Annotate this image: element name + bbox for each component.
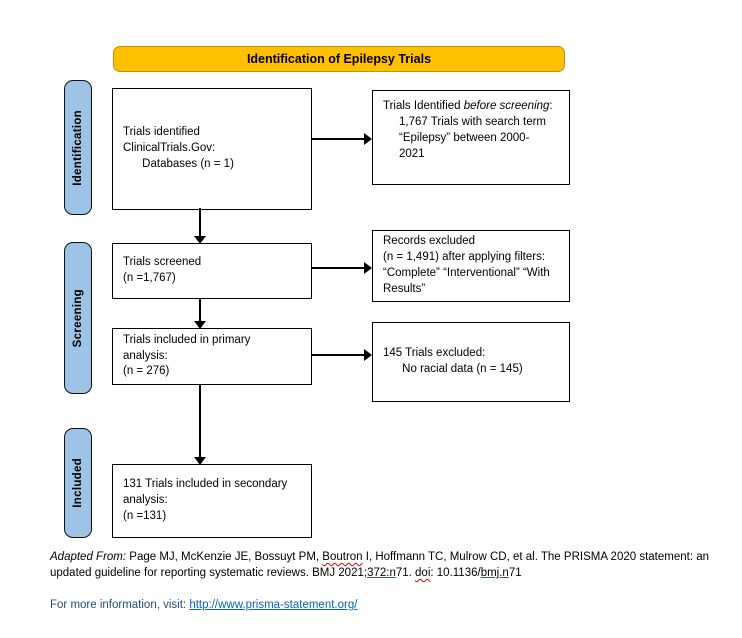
arrow-identified-to-before-screening [312,132,372,146]
prisma-statement-link[interactable]: http://www.prisma-statement.org/ [189,599,358,611]
box-identified-before-screening: Trials Identified before screening: 1,76… [372,90,570,185]
diagram-title: Identification of Epilepsy Trials [246,52,432,66]
box-identified-before-screening-body: 1,767 Trials with search term “Epilepsy”… [399,115,547,160]
box-trials-identified: Trials identified ClinicalTrials.Gov: Da… [112,88,312,210]
box-trials-screened: Trials screened (n =1,767) [112,243,312,299]
stage-included-label: Included [72,458,84,508]
citation-part3: 71. [395,567,416,580]
arrow-screened-to-primary [193,299,207,329]
box-records-excluded-text: Records excluded (n = 1,491) after apply… [383,235,550,295]
arrow-shaft [312,354,365,356]
box-secondary-analysis-text: 131 Trials included in secondary analysi… [123,478,288,522]
arrow-shaft [312,138,365,140]
arrow-shaft [312,267,365,269]
arrow-shaft [199,208,201,237]
spellcheck-word-doi: doi [415,567,431,580]
spellcheck-word-boutron: Boutron [322,551,363,563]
arrow-primary-to-trials-excluded [312,348,372,362]
box-primary-analysis: Trials included in primary analysis: (n … [112,328,312,385]
citation-link-bmjn[interactable]: bmj.n [480,567,509,580]
arrow-screened-to-records-excluded [312,261,372,275]
arrow-shaft [199,299,201,322]
stage-identification-label: Identification [72,109,84,186]
citation-part1: Page MJ, McKenzie JE, Bossuyt PM, [126,551,323,563]
adapted-from-label: Adapted From: [50,551,127,563]
arrow-shaft [199,385,201,458]
arrowhead-down-icon [194,236,206,244]
stage-screening-label: Screening [72,288,84,348]
stage-included: Included [64,428,92,538]
arrowhead-down-icon [194,321,206,329]
arrowhead-down-icon [194,457,206,465]
arrowhead-right-icon [364,349,372,361]
stage-screening: Screening [64,242,92,394]
arrow-primary-to-secondary [193,385,207,465]
box-secondary-analysis: 131 Trials included in secondary analysi… [112,464,312,538]
diagram-title-banner: Identification of Epilepsy Trials [113,46,565,72]
citation-part4: : 10.1136/ [430,567,481,580]
box-trials-screened-text: Trials screened (n =1,767) [123,256,202,284]
citation-part2: I, Hoffmann TC, Mulrow CD, et al. The PR… [50,551,710,580]
box-primary-analysis-text: Trials included in primary analysis: (n … [123,333,251,378]
citation-link-372n[interactable]: 372:n [367,567,396,580]
box-identified-before-screening-line1: Trials Identified before screening: [383,99,559,115]
before-screening-prefix: Trials Identified [383,100,464,112]
box-records-excluded: Records excluded (n = 1,491) after apply… [372,230,570,302]
box-trials-excluded-text: 145 Trials excluded: No racial data (n =… [383,347,523,375]
box-trials-identified-text: Trials identified ClinicalTrials.Gov: Da… [123,126,234,170]
arrowhead-right-icon [364,262,372,274]
citation-part5: 71 [508,567,522,580]
before-screening-italic: before screening [463,100,550,112]
arrow-identified-to-screened [193,208,207,244]
box-trials-excluded-no-racial-data: 145 Trials excluded: No racial data (n =… [372,322,570,402]
stage-identification: Identification [64,80,92,215]
more-info-line: For more information, visit: http://www.… [50,599,650,611]
before-screening-suffix: : [549,100,553,112]
more-info-label: For more information, visit: [50,599,190,611]
arrowhead-right-icon [364,133,372,145]
citation-text: Adapted From: Page MJ, McKenzie JE, Boss… [50,549,712,581]
